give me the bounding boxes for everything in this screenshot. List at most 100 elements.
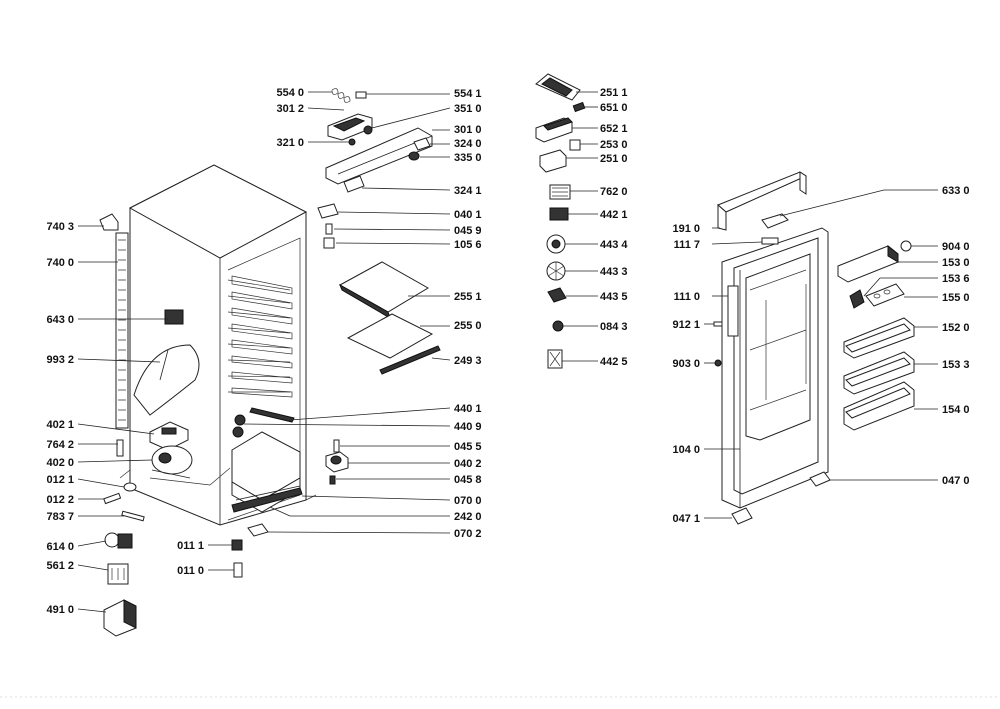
egg-tray-155-0 <box>865 283 905 307</box>
shelf-trim-249-3 <box>379 345 441 375</box>
label-402-1: 402 1 <box>46 419 74 431</box>
label-255-1: 255 1 <box>454 291 482 303</box>
label-324-0: 324 0 <box>454 138 482 150</box>
relay-box <box>149 421 189 451</box>
tube-783-7 <box>121 510 145 522</box>
clip-324-0 <box>413 137 431 151</box>
label-764-2: 764 2 <box>46 439 74 451</box>
label-740-0: 740 0 <box>46 257 74 269</box>
label-335-0: 335 0 <box>454 152 482 164</box>
screw-912-1 <box>713 321 723 327</box>
cover-491-0 <box>103 599 137 637</box>
leader-lines <box>77 91 938 613</box>
fan-blade-443-3 <box>546 261 566 281</box>
dryer-filter <box>103 492 122 505</box>
ring-084-3 <box>552 320 564 332</box>
lamp-socket <box>331 88 367 103</box>
label-251-1: 251 1 <box>600 87 628 99</box>
label-011-0: 011 0 <box>177 565 204 577</box>
housing-652-1 <box>535 117 573 143</box>
label-253-0: 253 0 <box>600 139 628 151</box>
label-249-3: 249 3 <box>454 355 482 367</box>
hinge-040-2 <box>325 451 349 473</box>
bracket-040-1 <box>317 203 339 219</box>
part-443-5 <box>547 287 567 303</box>
label-251-0: 251 0 <box>600 153 628 165</box>
label-651-0: 651 0 <box>600 102 628 114</box>
handle-251-1 <box>535 73 581 101</box>
label-402-0: 402 0 <box>46 457 74 469</box>
label-440-9: 440 9 <box>454 421 482 433</box>
grommet <box>123 482 137 492</box>
label-047-1: 047 1 <box>672 513 700 525</box>
label-152-0: 152 0 <box>942 322 970 334</box>
label-554-0: 554 0 <box>276 87 304 99</box>
label-554-1: 554 1 <box>454 88 482 100</box>
cabinet-shelf-ribs <box>227 275 293 398</box>
part-442-1 <box>549 207 569 221</box>
label-614-0: 614 0 <box>46 541 74 553</box>
knob-351-0 <box>363 125 373 135</box>
label-301-2: 301 2 <box>276 103 304 115</box>
label-040-1: 040 1 <box>454 209 482 221</box>
label-443-3: 443 3 <box>600 266 628 278</box>
motor-442-5 <box>547 349 563 369</box>
label-491-0: 491 0 <box>46 604 74 616</box>
door-shelf-153-0 <box>837 244 899 283</box>
thermostat-plate <box>164 309 184 325</box>
label-012-1: 012 1 <box>46 474 74 486</box>
label-191-0: 191 0 <box>672 223 700 235</box>
cap-904-0 <box>900 240 912 252</box>
label-912-1: 912 1 <box>672 319 700 331</box>
label-321-0: 321 0 <box>276 137 304 149</box>
bracket-324-1 <box>343 175 365 193</box>
screw-045-8 <box>329 475 336 485</box>
label-111-0: 111 0 <box>674 291 700 303</box>
plate-070-2 <box>247 523 269 537</box>
label-443-5: 443 5 <box>600 291 628 303</box>
label-154-0: 154 0 <box>942 404 970 416</box>
door-bin-154-0 <box>843 381 915 431</box>
thermostat-614-0 <box>104 532 133 549</box>
label-993-2: 993 2 <box>46 354 74 366</box>
foot-105-6 <box>323 237 335 249</box>
label-011-1: 011 1 <box>177 540 204 552</box>
label-012-2: 012 2 <box>46 494 74 506</box>
label-045-5: 045 5 <box>454 441 482 453</box>
door-gasket-191-0 <box>717 171 808 231</box>
fan-443-4 <box>546 234 566 254</box>
door-104-0 <box>721 227 829 509</box>
label-561-2: 561 2 <box>46 560 74 572</box>
label-301-0: 301 0 <box>454 124 482 136</box>
cabinet-body <box>119 164 317 526</box>
screw-045-5 <box>333 439 340 453</box>
label-047-0: 047 0 <box>942 475 970 487</box>
evaporator-plate <box>133 344 200 416</box>
part-number-labels: 554 0 301 2 321 0 554 1 351 0 301 0 324 … <box>46 87 969 616</box>
label-783-7: 783 7 <box>46 511 74 523</box>
vent-762-0 <box>549 184 571 200</box>
hinge-pin-111-7 <box>761 237 779 245</box>
cap-111-7 <box>761 213 789 229</box>
lamp-335-0 <box>408 151 420 161</box>
label-443-4: 443 4 <box>600 239 628 251</box>
bracket-740-3 <box>99 213 119 231</box>
screw-045-9 <box>325 223 333 235</box>
clip-153-6 <box>849 289 865 309</box>
label-242-0: 242 0 <box>454 511 482 523</box>
hinge-047-1 <box>731 507 753 525</box>
screw-903-0 <box>714 359 722 367</box>
label-440-1: 440 1 <box>454 403 482 415</box>
label-324-1: 324 1 <box>454 185 482 197</box>
part-651-0 <box>572 101 586 113</box>
label-652-1: 652 1 <box>600 123 628 135</box>
crisper-drawer <box>231 431 303 513</box>
label-904-0: 904 0 <box>942 241 970 253</box>
switch-561-2 <box>107 563 129 585</box>
condenser-coil <box>115 232 129 429</box>
label-045-8: 045 8 <box>454 474 482 486</box>
label-255-0: 255 0 <box>454 320 482 332</box>
label-442-5: 442 5 <box>600 356 628 368</box>
label-111-7: 111 7 <box>674 239 700 251</box>
shelf-trim-440-1 <box>249 407 295 423</box>
